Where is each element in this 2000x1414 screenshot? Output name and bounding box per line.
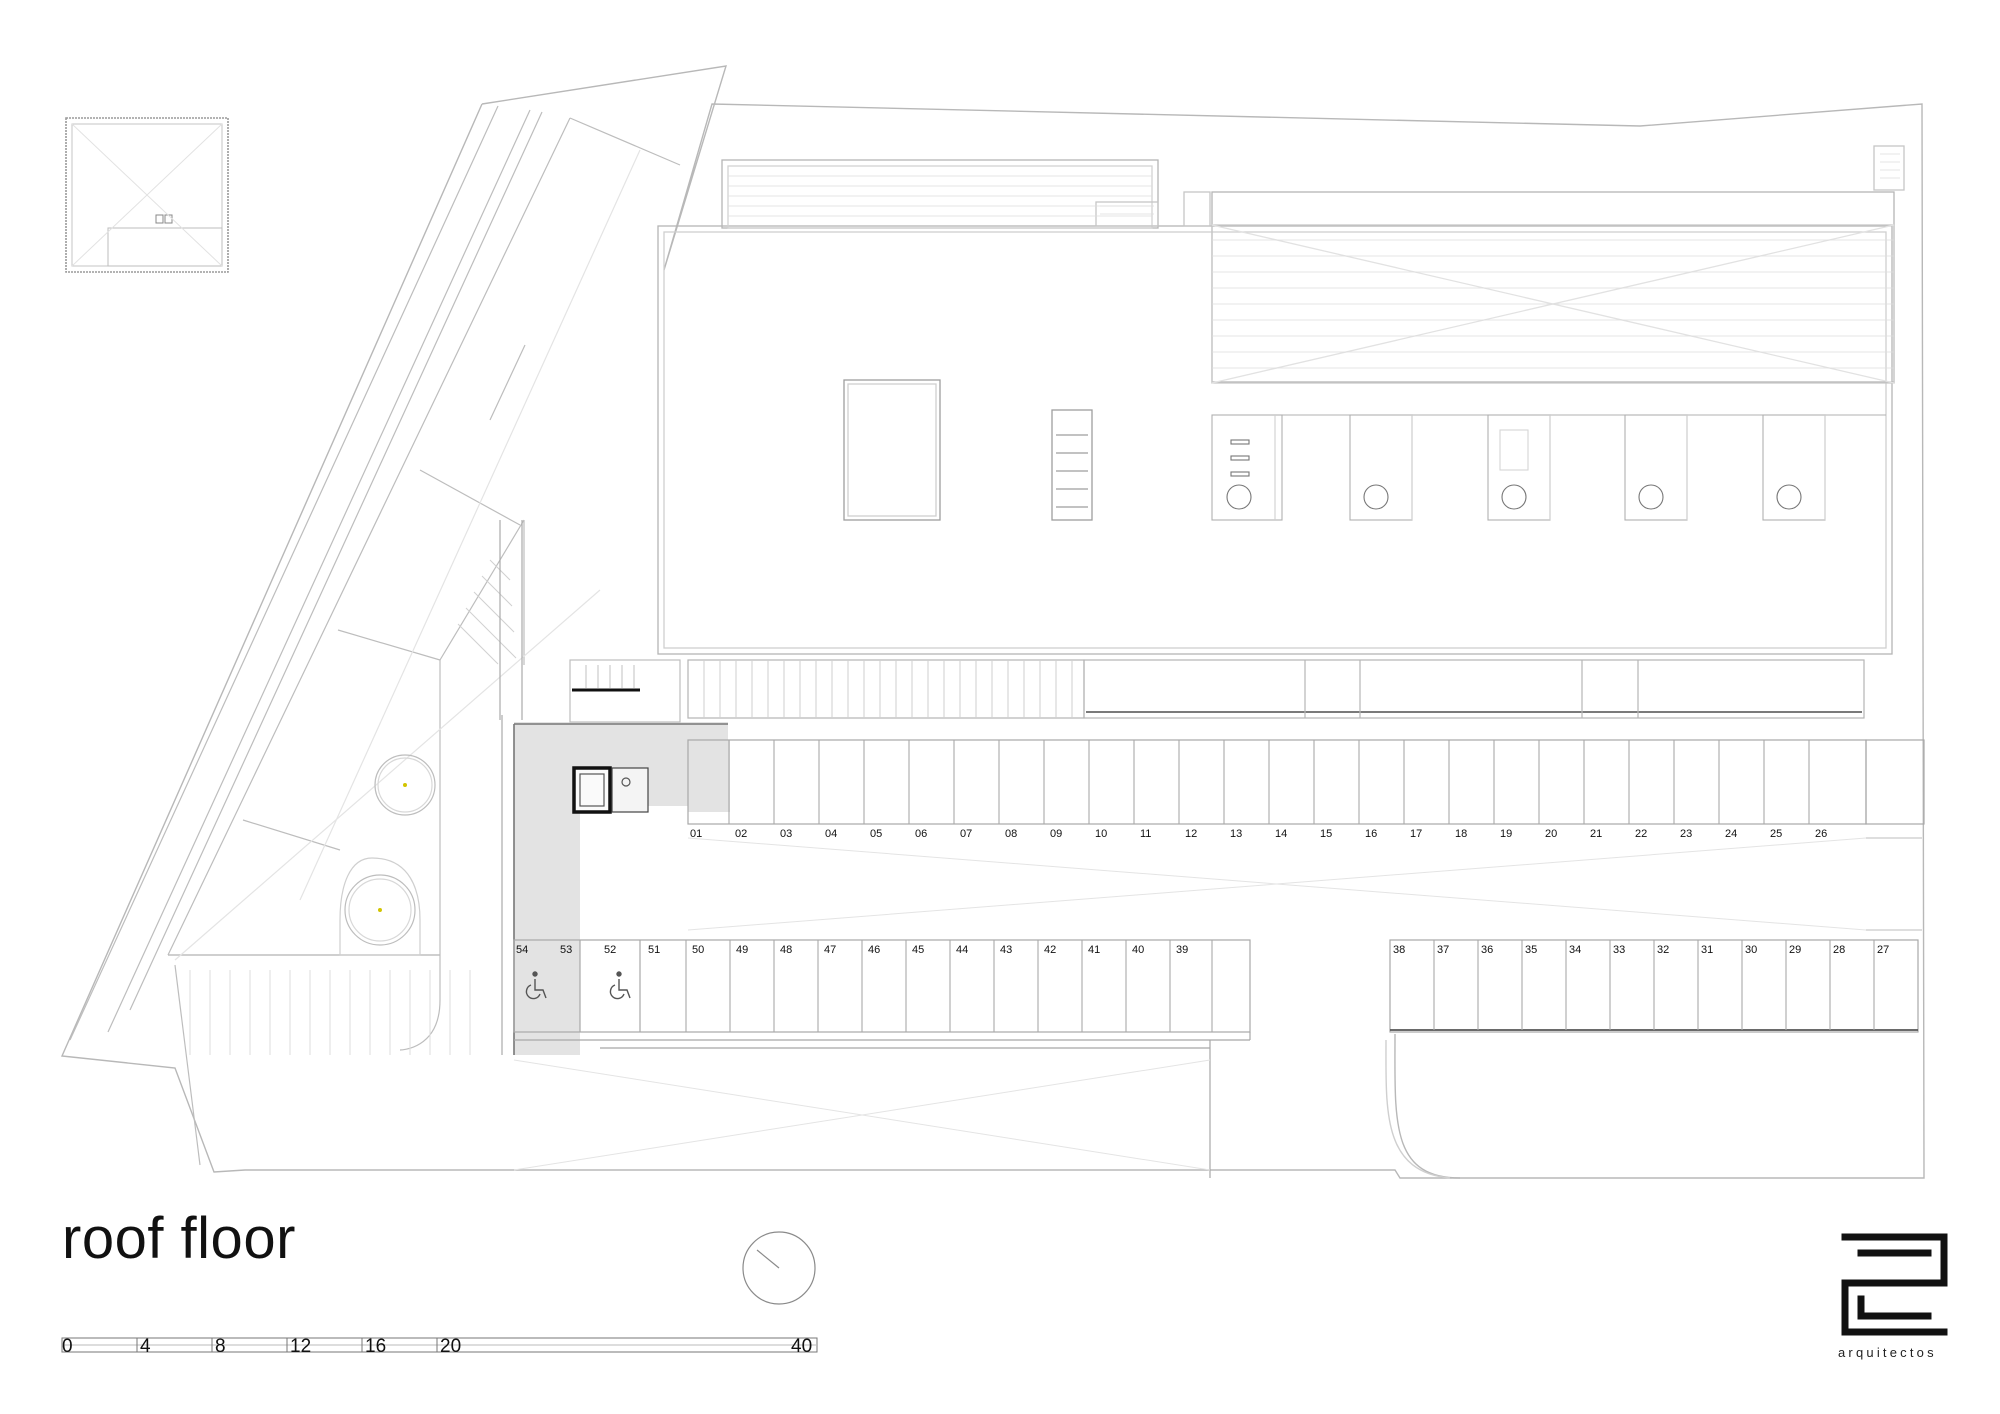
parking-space-number: 25 (1770, 828, 1782, 840)
parking-space-number: 32 (1657, 944, 1669, 956)
parking-space-number: 26 (1815, 828, 1827, 840)
parking-space-number: 17 (1410, 828, 1422, 840)
parking-space-number: 08 (1005, 828, 1017, 840)
stair-treads (703, 660, 1073, 718)
wheelchair-icon (609, 971, 631, 1000)
parking-space-number: 44 (956, 944, 968, 956)
equipment-bays (1211, 414, 1886, 521)
parking-space-number: 29 (1789, 944, 1801, 956)
parking-space-number: 53 (560, 944, 572, 956)
parking-space-number: 40 (1132, 944, 1144, 956)
parking-space-number: 03 (780, 828, 792, 840)
scale-label: 12 (290, 1336, 311, 1357)
parking-space-number: 37 (1437, 944, 1449, 956)
planters (339, 754, 436, 956)
parking-space-number: 27 (1877, 944, 1889, 956)
parking-space-number: 23 (1680, 828, 1692, 840)
parking-numbers-upper: 01 02 03 04 05 06 07 08 09 10 11 12 13 14 15 16 17 18 19 20… (690, 828, 1827, 840)
parking-space-number: 31 (1701, 944, 1713, 956)
scale-label: 4 (140, 1336, 151, 1357)
scale-bar (61, 1337, 818, 1353)
parking-lower-rows (513, 939, 1919, 1178)
parking-space-number: 01 (690, 828, 702, 840)
scale-label: 16 (365, 1336, 386, 1357)
parking-space-number: 10 (1095, 828, 1107, 840)
parking-space-number: 14 (1275, 828, 1287, 840)
parking-space-number: 39 (1176, 944, 1188, 956)
parking-space-number: 02 (735, 828, 747, 840)
parking-space-number: 09 (1050, 828, 1062, 840)
roof-edge-band (687, 659, 1865, 719)
parking-space-number: 12 (1185, 828, 1197, 840)
parking-upper-row (687, 739, 1925, 825)
skylights (843, 379, 1093, 521)
parking-space-number: 16 (1365, 828, 1377, 840)
parking-space-number: 34 (1569, 944, 1581, 956)
ramp-stripes (189, 970, 471, 1055)
vertical-core (499, 520, 728, 1055)
aisle-lines (513, 837, 1922, 1171)
parking-space-number: 36 (1481, 944, 1493, 956)
scale-bar-labels: 0 4 8 12 16 20 40 (62, 1336, 812, 1357)
parking-space-number: 24 (1725, 828, 1737, 840)
wheelchair-icon (525, 971, 547, 1000)
main-roof (657, 145, 1905, 655)
parking-space-number: 28 (1833, 944, 1845, 956)
pavilion (65, 117, 229, 273)
parking-space-number: 42 (1044, 944, 1056, 956)
parking-space-number: 46 (868, 944, 880, 956)
parking-numbers-lower-left: 54 53 52 51 50 49 48 47 46 45 44 43 42 41 40 39 (516, 944, 1188, 956)
parking-space-number: 30 (1745, 944, 1757, 956)
shaded-core-zone (514, 722, 730, 1055)
parking-space-number: 15 (1320, 828, 1332, 840)
site-outline (60, 65, 1925, 1179)
scale-label: 0 (62, 1336, 73, 1357)
parking-space-number: 20 (1545, 828, 1557, 840)
drawing-title: roof floor (62, 1206, 296, 1271)
parking-space-number: 49 (736, 944, 748, 956)
parking-space-number: 50 (692, 944, 704, 956)
studio-logo-icon (1841, 1233, 1948, 1336)
parking-space-number: 04 (825, 828, 837, 840)
parking-space-number: 51 (648, 944, 660, 956)
parking-space-number: 54 (516, 944, 528, 956)
wing-stair-hatch (457, 559, 517, 665)
parking-space-number: 33 (1613, 944, 1625, 956)
parking-space-number: 11 (1140, 828, 1151, 840)
studio-name: arquitectos (1838, 1345, 1937, 1360)
parking-space-number: 18 (1455, 828, 1467, 840)
parking-space-number: 41 (1088, 944, 1100, 956)
parking-space-number: 47 (824, 944, 836, 956)
diagonal-wing (69, 105, 681, 1166)
parking-space-number: 07 (960, 828, 972, 840)
parking-space-number: 13 (1230, 828, 1242, 840)
scale-label: 40 (791, 1336, 812, 1357)
scale-label: 20 (440, 1336, 461, 1357)
north-arrow-icon (742, 1231, 816, 1305)
parking-space-number: 06 (915, 828, 927, 840)
parking-space-number: 45 (912, 944, 924, 956)
parking-space-number: 22 (1635, 828, 1647, 840)
parking-numbers-lower-right: 38 37 36 35 34 33 32 31 30 29 28 27 (1393, 944, 1889, 956)
roof-hatching (728, 153, 1900, 369)
parking-space-number: 43 (1000, 944, 1012, 956)
parking-space-number: 05 (870, 828, 882, 840)
parking-space-number: 38 (1393, 944, 1405, 956)
parking-space-number: 21 (1590, 828, 1602, 840)
parking-space-number: 19 (1500, 828, 1512, 840)
scale-label: 8 (215, 1336, 226, 1357)
parking-upper-dividers (728, 740, 1810, 824)
parking-space-number: 52 (604, 944, 616, 956)
parking-lower-dividers (685, 940, 1875, 1032)
parking-space-number: 35 (1525, 944, 1537, 956)
parking-space-number: 48 (780, 944, 792, 956)
